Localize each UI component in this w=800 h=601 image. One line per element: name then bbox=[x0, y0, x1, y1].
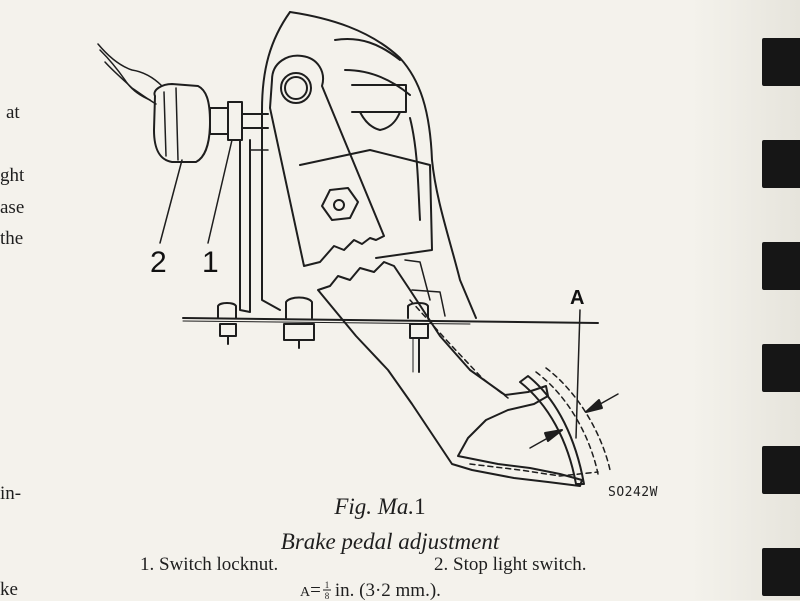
figure-label: Fig. Ma.1 bbox=[300, 495, 460, 518]
floor-bolts bbox=[217, 296, 429, 373]
mounting-bracket bbox=[239, 139, 269, 313]
legend-item-stop-light-switch: 2. Stop light switch. bbox=[434, 554, 587, 575]
margin-text-fragment: ght bbox=[0, 165, 25, 186]
floor-line bbox=[182, 317, 599, 325]
margin-text-fragment: ase bbox=[0, 197, 25, 218]
figure-label-prefix: Fig. Ma. bbox=[334, 494, 415, 519]
page-curl-shadow bbox=[690, 0, 800, 600]
dimension-a-indicator bbox=[529, 309, 619, 449]
pedal-box-housing bbox=[261, 11, 477, 319]
pedal-pad bbox=[519, 367, 611, 485]
pedal-arm-upper bbox=[269, 54, 385, 267]
figure-label-number: 1 bbox=[414, 494, 426, 519]
leader-lines bbox=[159, 139, 233, 244]
margin-text-fragment: in- bbox=[0, 483, 22, 504]
legend-item-switch-locknut: 1. Switch locknut. bbox=[140, 554, 279, 575]
dimension-value: in. (3·2 mm.). bbox=[334, 580, 441, 601]
binding-tab bbox=[762, 242, 800, 290]
margin-text-fragment: at bbox=[6, 102, 20, 123]
dimension-equals: = bbox=[310, 580, 321, 601]
pivot-bolt bbox=[321, 187, 359, 221]
drawing-reference-code: SO242W bbox=[608, 485, 658, 500]
margin-text-fragment: ke bbox=[0, 579, 18, 600]
pedal-arm-lower bbox=[317, 261, 599, 487]
svg-text:1: 1 bbox=[325, 580, 330, 590]
svg-text:8: 8 bbox=[325, 591, 330, 600]
binding-tab bbox=[762, 38, 800, 86]
stop-light-switch bbox=[153, 83, 269, 163]
binding-tab bbox=[762, 140, 800, 188]
callout-dimension-a: A bbox=[570, 287, 585, 309]
callout-number-1: 1 bbox=[202, 246, 219, 279]
binding-tab bbox=[762, 446, 800, 494]
binding-tab bbox=[762, 548, 800, 596]
figure-title: Brake pedal adjustment bbox=[280, 529, 500, 554]
callout-number-2: 2 bbox=[150, 246, 167, 279]
switch-wires bbox=[97, 43, 163, 105]
margin-text-fragment: the bbox=[0, 228, 24, 249]
binding-tab bbox=[762, 344, 800, 392]
dimension-symbol: A bbox=[300, 585, 311, 600]
fraction-one-eighth: 18 bbox=[322, 580, 331, 601]
